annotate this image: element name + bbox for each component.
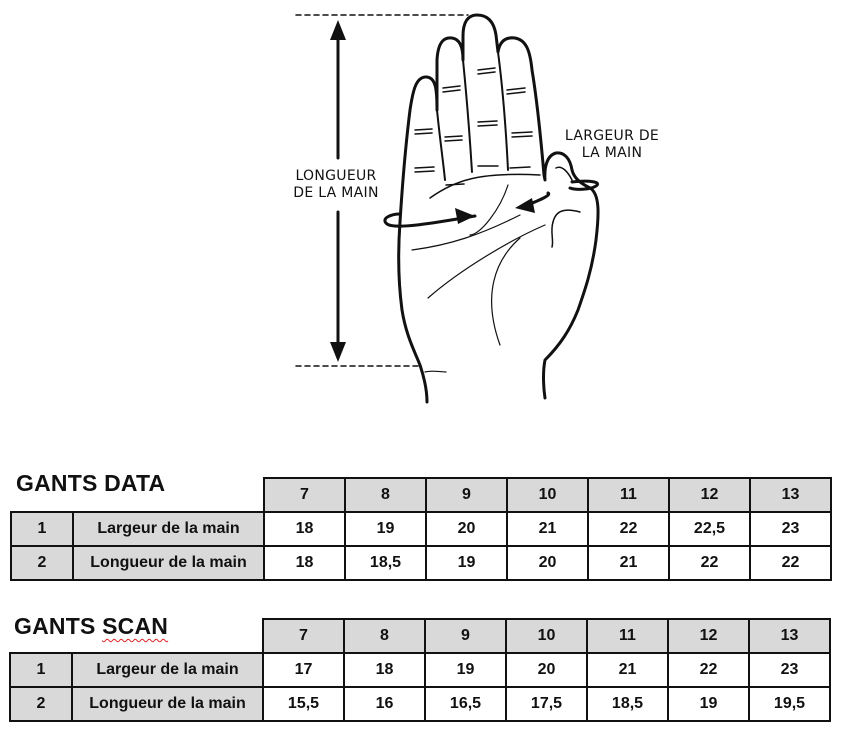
gants-data-title: GANTS DATA — [16, 470, 166, 496]
value-cell: 16 — [343, 686, 426, 722]
value-cell: 21 — [586, 652, 669, 688]
value-cell: 20 — [505, 652, 588, 688]
hand-width-label: LARGEUR DE LA MAIN — [552, 128, 672, 162]
row-label: Longueur de la main — [72, 545, 265, 581]
gants-data-table: 7 8 9 10 11 12 13 1 Largeur de la main 1… — [10, 477, 832, 581]
hand-length-label: LONGUEUR DE LA MAIN — [284, 168, 388, 202]
value-cell: 19 — [344, 511, 427, 547]
hand-length-label-line1: LONGUEUR — [295, 168, 377, 184]
row-label: Largeur de la main — [72, 511, 265, 547]
size-header-cell: 8 — [343, 618, 426, 654]
value-cell: 23 — [749, 511, 832, 547]
row-index: 1 — [9, 652, 73, 688]
hand-length-label-line2: DE LA MAIN — [293, 185, 379, 201]
size-header-row: 7 8 9 10 11 12 13 — [11, 477, 832, 513]
gants-scan-title-part2: SCAN — [102, 613, 169, 639]
value-cell: 19 — [667, 686, 750, 722]
value-cell: 21 — [587, 545, 670, 581]
gants-scan-title: GANTS SCAN — [14, 613, 168, 640]
table-row: 2 Longueur de la main 18 18,5 19 20 21 2… — [10, 545, 832, 581]
hand-icon — [295, 13, 600, 404]
value-cell: 20 — [425, 511, 508, 547]
table-row: 1 Largeur de la main 17 18 19 20 21 22 2… — [9, 652, 831, 688]
value-cell: 21 — [506, 511, 589, 547]
size-header-cell: 10 — [506, 477, 589, 513]
value-cell: 18,5 — [586, 686, 669, 722]
gants-scan-title-part1: GANTS — [14, 613, 103, 639]
value-cell: 23 — [748, 652, 831, 688]
value-cell: 19,5 — [748, 686, 831, 722]
value-cell: 22 — [587, 511, 670, 547]
value-cell: 22 — [668, 545, 751, 581]
hand-width-label-line2: LA MAIN — [581, 145, 643, 161]
row-label: Largeur de la main — [71, 652, 264, 688]
gants-scan-table: 7 8 9 10 11 12 13 1 Largeur de la main 1… — [9, 618, 831, 722]
value-cell: 15,5 — [262, 686, 345, 722]
size-header-cell: 12 — [667, 618, 750, 654]
value-cell: 22 — [749, 545, 832, 581]
header-spacer — [11, 478, 73, 512]
value-cell: 22,5 — [668, 511, 751, 547]
size-header-cell: 11 — [587, 477, 670, 513]
value-cell: 19 — [424, 652, 507, 688]
value-cell: 20 — [506, 545, 589, 581]
value-cell: 19 — [425, 545, 508, 581]
value-cell: 18 — [263, 545, 346, 581]
size-header-cell: 12 — [668, 477, 751, 513]
row-label: Longueur de la main — [71, 686, 264, 722]
size-header-cell: 7 — [262, 618, 345, 654]
size-header-cell: 7 — [263, 477, 346, 513]
header-spacer — [72, 619, 263, 653]
table-row: 1 Largeur de la main 18 19 20 21 22 22,5… — [10, 511, 832, 547]
size-header-row: 7 8 9 10 11 12 13 — [10, 618, 831, 654]
size-header-cell: 9 — [425, 477, 508, 513]
value-cell: 17 — [262, 652, 345, 688]
size-header-cell: 13 — [748, 618, 831, 654]
header-spacer — [10, 619, 72, 653]
value-cell: 17,5 — [505, 686, 588, 722]
value-cell: 18 — [343, 652, 426, 688]
size-header-cell: 11 — [586, 618, 669, 654]
row-index: 2 — [10, 545, 74, 581]
hand-width-label-line1: LARGEUR DE — [564, 128, 660, 144]
size-header-cell: 13 — [749, 477, 832, 513]
row-index: 2 — [9, 686, 73, 722]
size-header-cell: 10 — [505, 618, 588, 654]
size-header-cell: 9 — [424, 618, 507, 654]
value-cell: 18,5 — [344, 545, 427, 581]
value-cell: 22 — [667, 652, 750, 688]
hand-measurement-illustration: LONGUEUR DE LA MAIN LARGEUR DE LA MAIN — [284, 13, 672, 404]
row-index: 1 — [10, 511, 74, 547]
header-spacer — [73, 478, 264, 512]
value-cell: 16,5 — [424, 686, 507, 722]
value-cell: 18 — [263, 511, 346, 547]
size-header-cell: 8 — [344, 477, 427, 513]
table-row: 2 Longueur de la main 15,5 16 16,5 17,5 … — [9, 686, 831, 722]
